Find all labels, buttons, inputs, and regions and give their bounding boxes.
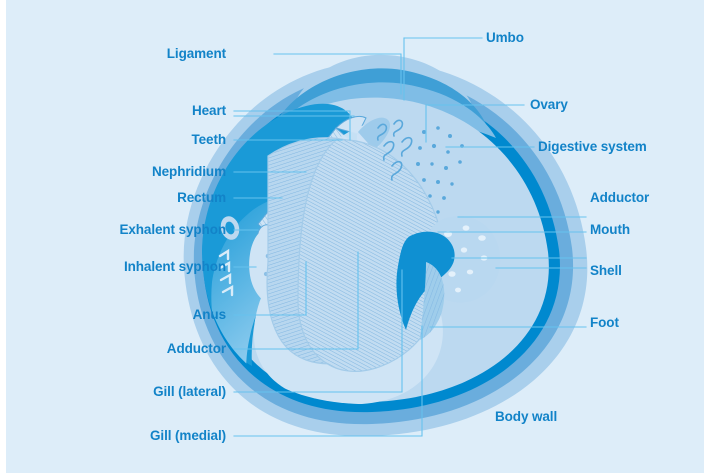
label-mouth: Mouth [590,222,630,237]
ovary-structure [376,119,413,181]
exhalent-syphon-structure [220,216,240,240]
label-anus: Anus [192,307,226,322]
label-heart: Heart [191,103,226,118]
label-teeth: Teeth [191,132,226,147]
label-rectum: Rectum [177,190,226,205]
diagram-canvas: Ligament Heart Teeth Nephridium Rectum E… [6,0,704,473]
label-nephridium: Nephridium [151,164,226,179]
label-gill-medial: Gill (medial) [150,428,226,443]
clam-anatomy-illustration [183,37,588,437]
label-umbo: Umbo [486,30,524,45]
label-exhalent-syphon: Exhalent syphon [119,222,226,237]
label-body-wall: Body wall [495,409,558,424]
label-shell: Shell [590,263,622,278]
digestive-system-structure [416,126,464,214]
label-adductor-right: Adductor [590,190,650,205]
inhalent-syphon-structure [218,248,234,297]
label-inhalent-syphon: Inhalent syphon [123,259,226,274]
label-gill-lateral: Gill (lateral) [153,384,226,399]
label-ovary: Ovary [530,97,568,112]
label-ligament: Ligament [166,46,226,61]
leader-ligament [273,53,402,95]
mouth-structure [396,231,455,340]
label-foot: Foot [590,315,619,330]
gill-medial-outline [297,139,446,373]
label-digestive-system: Digestive system [538,139,647,154]
label-adductor-left: Adductor [166,341,226,356]
leader-lines [233,37,587,437]
